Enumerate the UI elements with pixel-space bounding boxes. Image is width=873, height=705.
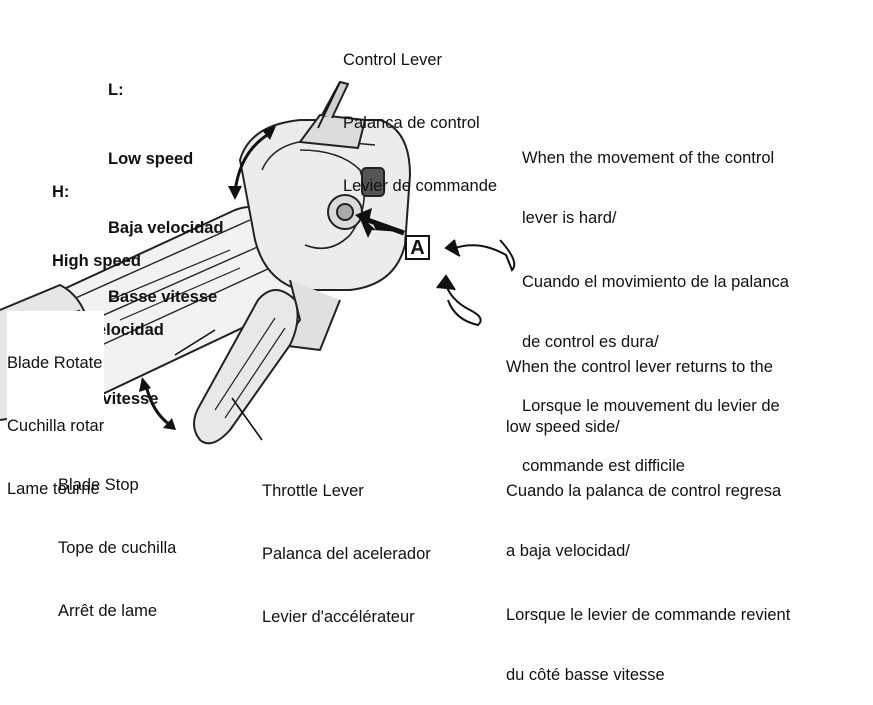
low-speed-letter: L:: [108, 81, 124, 99]
blade-stop-es: Tope de cuchilla: [58, 539, 177, 557]
returns-low-note: When the control lever returns to the lo…: [506, 317, 790, 705]
low-speed-fr: Basse vitesse: [108, 288, 218, 306]
returns-low-es-1: Cuando la palanca de control regresa: [506, 482, 782, 500]
control-lever-fr: Levier de commande: [343, 177, 498, 195]
low-speed-en: Low speed: [108, 150, 194, 168]
blade-rotate-fr: Lame tourne: [7, 480, 100, 498]
blade-rotate-en: Blade Rotate: [7, 354, 103, 372]
returns-low-en-2: low speed side/: [506, 418, 620, 436]
throttle-lever-en: Throttle Lever: [262, 482, 364, 500]
high-speed-en: High speed: [52, 252, 141, 270]
control-lever-en: Control Lever: [343, 51, 443, 69]
returns-low-fr-2: du côté basse vitesse: [506, 666, 665, 684]
blade-rotate-label: Blade Rotate Cuchilla rotar Lame tourne: [7, 311, 105, 521]
hard-movement-en-2: lever is hard/: [522, 209, 617, 227]
throttle-lever-label: Throttle Lever Palanca del acelerador Le…: [262, 439, 431, 649]
returns-low-fr-1: Lorsque le levier de commande revient: [506, 606, 791, 624]
high-speed-letter: H:: [52, 183, 70, 201]
blade-stop-en: Blade Stop: [58, 476, 139, 494]
hard-movement-en-1: When the movement of the control: [522, 149, 775, 167]
low-speed-es: Baja velocidad: [108, 219, 224, 237]
control-lever-es: Palanca de control: [343, 114, 480, 132]
throttle-lever-es: Palanca del acelerador: [262, 545, 431, 563]
control-lever-label: Control Lever Palanca de control Levier …: [343, 8, 497, 218]
hard-movement-es-1: Cuando el movimiento de la palanca: [522, 273, 789, 291]
marker-a: A: [405, 235, 430, 260]
blade-stop-fr: Arrêt de lame: [58, 602, 158, 620]
hard-movement-fr-2: commande est difficile: [522, 457, 685, 475]
hard-movement-fr-1: Lorsque le mouvement du levier de: [522, 397, 780, 415]
blade-rotate-es: Cuchilla rotar: [7, 417, 105, 435]
blade-stop-label: Blade Stop Tope de cuchilla Arrêt de lam…: [58, 433, 176, 643]
returns-low-en-1: When the control lever returns to the: [506, 358, 773, 376]
hard-movement-es-2: de control es dura/: [522, 333, 659, 351]
throttle-lever-fr: Levier d'accélérateur: [262, 608, 415, 626]
low-speed-label: L: Low speed Baja velocidad Basse vitess…: [108, 33, 224, 332]
hard-movement-note: When the movement of the control lever i…: [522, 108, 789, 496]
returns-low-es-2: a baja velocidad/: [506, 542, 630, 560]
